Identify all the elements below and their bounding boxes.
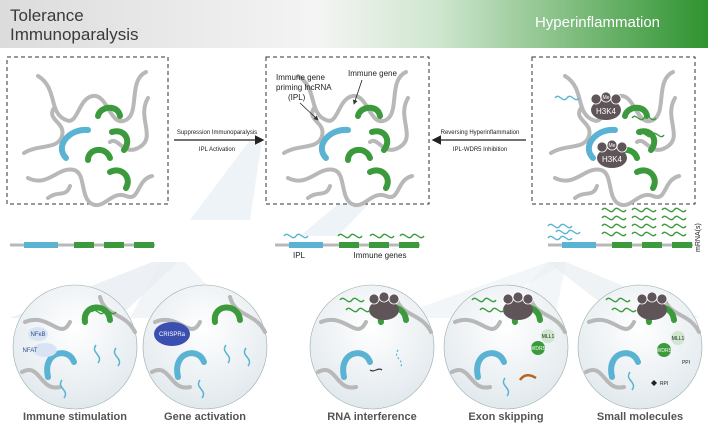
caption-gene-activation: Gene activation xyxy=(164,411,246,423)
mrna-icon xyxy=(337,233,363,239)
arrow-label-suppression: Suppression Immunoparalysis xyxy=(177,130,257,136)
gene-track-right xyxy=(546,240,695,250)
nfkb-label: NFκB xyxy=(31,332,46,338)
crispra-label: CRISPRa xyxy=(159,332,186,338)
mrna-icon xyxy=(399,233,425,239)
wdr5-label: WDR5 xyxy=(657,348,672,354)
header-left-line2: Immunoparalysis xyxy=(10,25,139,44)
histone-label: H3K4 xyxy=(596,107,617,116)
caption-immune-stimulation: Immune stimulation xyxy=(23,411,127,423)
track-ipl-label: IPL xyxy=(293,251,306,260)
immune-gene-label: Immune gene xyxy=(348,69,397,78)
methyl-mark: Me xyxy=(609,143,616,149)
mll1-label: MLL1 xyxy=(672,336,685,342)
ipl-label: priming lncRNA xyxy=(276,83,332,92)
histone-label: H3K4 xyxy=(602,155,623,164)
ipl-label: Immune gene xyxy=(276,73,325,82)
header-gradient xyxy=(0,0,708,48)
mll1-label: MLL1 xyxy=(542,334,555,340)
caption-small-molecules: Small molecules xyxy=(596,411,684,423)
circle-exon-skipping: MLL1 WDR5 xyxy=(443,284,569,410)
zoom-fan-right-2 xyxy=(390,262,566,318)
caption-exon-skipping: Exon skipping xyxy=(468,411,544,423)
caption-rna-interference: RNA interference xyxy=(327,411,417,423)
rpi-label: RPI xyxy=(660,381,668,387)
nfat-label: NFAT xyxy=(23,348,38,354)
mrna-cluster xyxy=(547,207,687,241)
circle-small-molecules: MLL1 WDR5 PPI RPI xyxy=(577,284,703,410)
ipl-label: (IPL) xyxy=(288,93,306,102)
ppi-label: PPI xyxy=(682,360,690,366)
track-immune-genes-label: Immune genes xyxy=(354,251,407,260)
gene-track-middle xyxy=(273,240,422,250)
header-left-line1: Tolerance xyxy=(10,6,84,25)
arrow-label-ipl-activation: IPL Activation xyxy=(199,147,235,153)
mrna-label: mRNA(s) xyxy=(695,223,702,252)
methyl-mark: Me xyxy=(603,95,610,101)
arrow-label-reversing: Reversing Hyperinflammation xyxy=(441,130,520,136)
zoom-fan-box xyxy=(190,140,262,220)
wdr5-label: WDR5 xyxy=(531,346,546,352)
circle-gene-activation: CRISPRa xyxy=(142,284,267,410)
header-right: Hyperinflammation xyxy=(534,14,660,31)
circle-immune-stimulation: NFκB NFAT xyxy=(12,284,137,410)
header-left: Tolerance Immunoparalysis xyxy=(10,6,139,44)
mrna-icon xyxy=(369,233,395,239)
circle-rna-interference xyxy=(309,284,435,410)
arrow-label-wdr5-inhibition: IPL-WDR5 Inhibition xyxy=(453,147,507,153)
